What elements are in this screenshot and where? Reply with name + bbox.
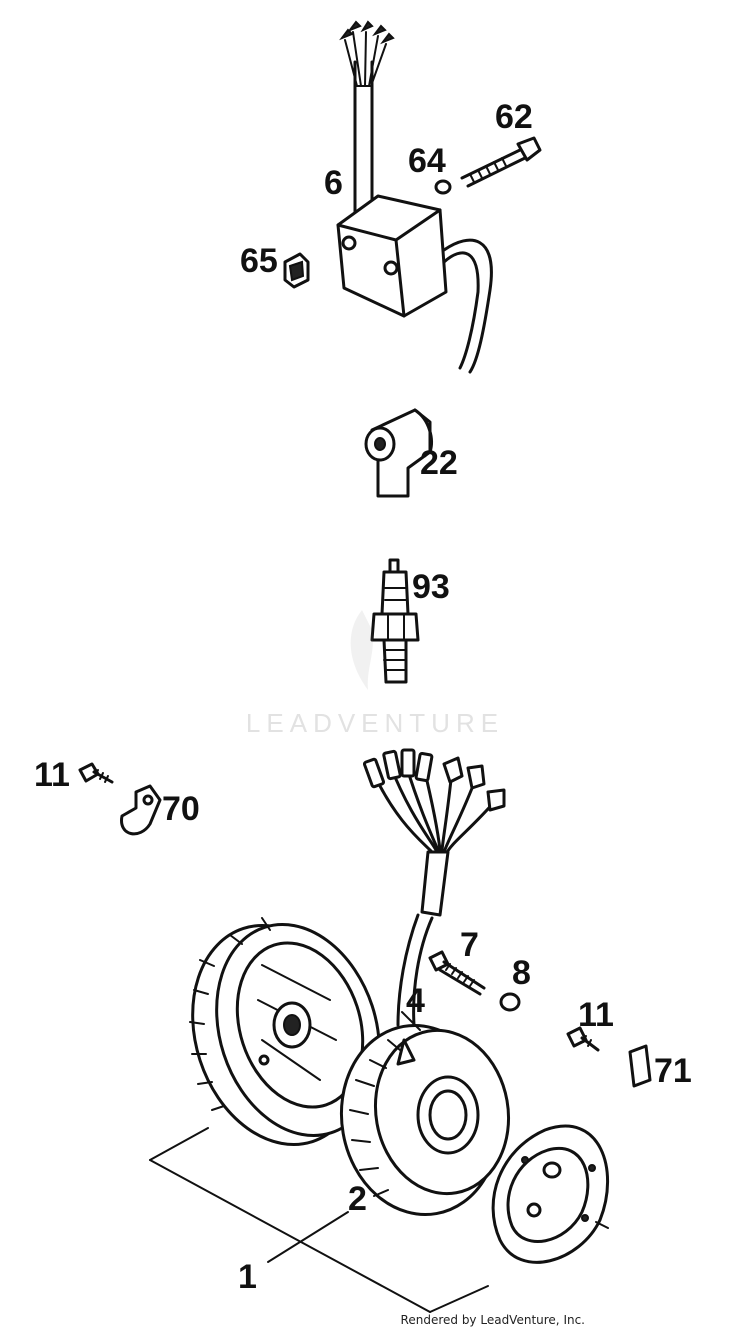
- stator-plate: [491, 1124, 609, 1264]
- callout-64: 64: [408, 142, 446, 180]
- watermark-text: LEADVENTURE: [245, 708, 505, 738]
- callout-4: 4: [406, 982, 425, 1020]
- callout-62: 62: [495, 98, 533, 136]
- cable-clamp-70: [120, 784, 162, 836]
- coil-washer: [434, 179, 452, 195]
- callout-1: 1: [238, 1258, 257, 1296]
- callout-65: 65: [240, 242, 278, 280]
- watermark-logo: [350, 610, 373, 690]
- wiring-harness: [362, 748, 506, 1027]
- stator: [339, 1023, 511, 1217]
- plate-71: [628, 1044, 652, 1088]
- callout-70: 70: [162, 790, 200, 828]
- flywheel-rotor: [189, 917, 381, 1146]
- washer-8: [499, 992, 521, 1012]
- coil-bolt: [460, 136, 542, 188]
- leader-lines: [149, 1011, 489, 1313]
- cable-clip: [283, 252, 310, 289]
- screw-left: [78, 762, 114, 784]
- harness-connectors: [362, 748, 506, 812]
- callout-11-right: 11: [578, 996, 614, 1034]
- spark-plug-cap: [364, 408, 433, 498]
- screw-7: [428, 950, 486, 996]
- callout-22: 22: [420, 444, 458, 482]
- coil-wire-leads: [339, 20, 395, 87]
- callout-11-left: 11: [34, 756, 70, 794]
- callout-8: 8: [512, 954, 531, 992]
- screw-right: [566, 1026, 600, 1052]
- callout-7: 7: [460, 926, 479, 964]
- callout-6: 6: [324, 164, 343, 202]
- ignition-coil: [336, 20, 493, 374]
- spark-plug: [370, 558, 420, 684]
- callout-71: 71: [654, 1052, 692, 1090]
- callout-93: 93: [412, 568, 450, 606]
- footer-credit: Rendered by LeadVenture, Inc.: [400, 1313, 585, 1327]
- callout-2: 2: [348, 1180, 367, 1218]
